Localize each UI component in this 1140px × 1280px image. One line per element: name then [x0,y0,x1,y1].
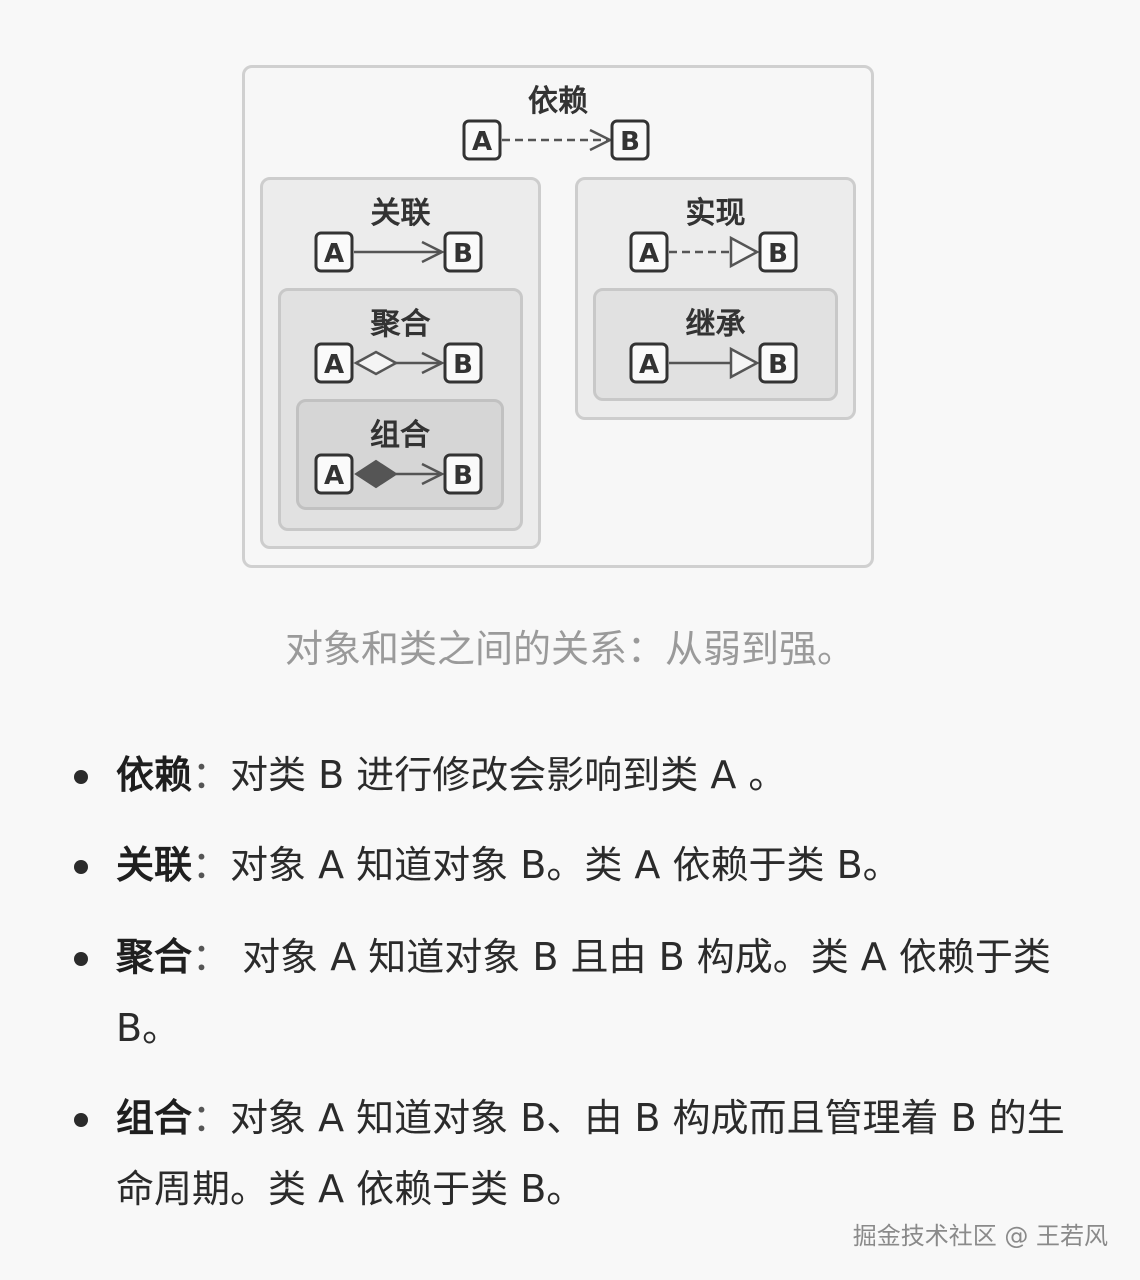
aggregation-arrow: A B [314,342,483,384]
item-term: 关联 [116,843,193,887]
item-description: 对象 A 知道对象 B、由 B 构成而且管理着 B 的生命周期。类 A 依赖于类… [116,1096,1065,1211]
association-node-b: B [453,239,473,269]
realization-node-a: A [639,239,659,269]
realization-node-b: B [768,239,788,269]
list-item-association: 关联：对象 A 知道对象 B。类 A 依赖于类 B。 [74,830,1074,901]
association-arrow: A B [314,231,483,273]
dependency-node-b: B [620,127,640,157]
list-item-dependency: 依赖：对类 B 进行修改会影响到类 A 。 [74,740,1074,811]
realization-arrow: A B [629,231,798,273]
bullet-dot [74,860,88,874]
item-colon: ： [192,843,231,887]
inheritance-arrow: A B [629,342,798,384]
composition-node-a: A [324,461,344,491]
item-colon: ： [192,935,231,979]
list-item-aggregation: 聚合： 对象 A 知道对象 B 且由 B 构成。类 A 依赖于类 B。 [74,922,1074,1064]
bullet-dot [74,952,88,966]
aggregation-node-a: A [324,350,344,380]
inheritance-label: 继承 [685,307,746,342]
item-term: 组合 [116,1096,193,1140]
composition-arrow: A B [314,453,483,495]
inheritance-node-b: B [768,350,788,380]
dependency-label: 依赖 [528,84,588,119]
item-colon: ： [192,753,231,797]
list-item-composition: 组合：对象 A 知道对象 B、由 B 构成而且管理着 B 的生命周期。类 A 依… [74,1083,1074,1225]
composition-node-b: B [453,461,473,491]
bullet-dot [74,770,88,784]
item-term: 聚合 [116,935,193,979]
association-node-a: A [324,239,344,269]
dependency-node-a: A [472,127,492,157]
realization-label: 实现 [685,196,746,231]
item-description: 对类 B 进行修改会影响到类 A 。 [230,753,787,797]
item-colon: ： [192,1096,231,1140]
watermark: 掘金技术社区 @ 王若风 [852,1222,1108,1250]
bullet-dot [74,1113,88,1127]
item-description: 对象 A 知道对象 B 且由 B 构成。类 A 依赖于类 B。 [116,935,1051,1050]
figure-caption: 对象和类之间的关系：从弱到强。 [284,627,855,671]
composition-label: 组合 [370,418,430,453]
aggregation-node-b: B [453,350,473,380]
aggregation-label: 聚合 [370,307,431,342]
dependency-arrow: A B [462,119,650,161]
item-description: 对象 A 知道对象 B。类 A 依赖于类 B。 [230,843,901,887]
item-term: 依赖 [116,753,193,797]
inheritance-node-a: A [639,350,659,380]
association-label: 关联 [370,196,431,231]
